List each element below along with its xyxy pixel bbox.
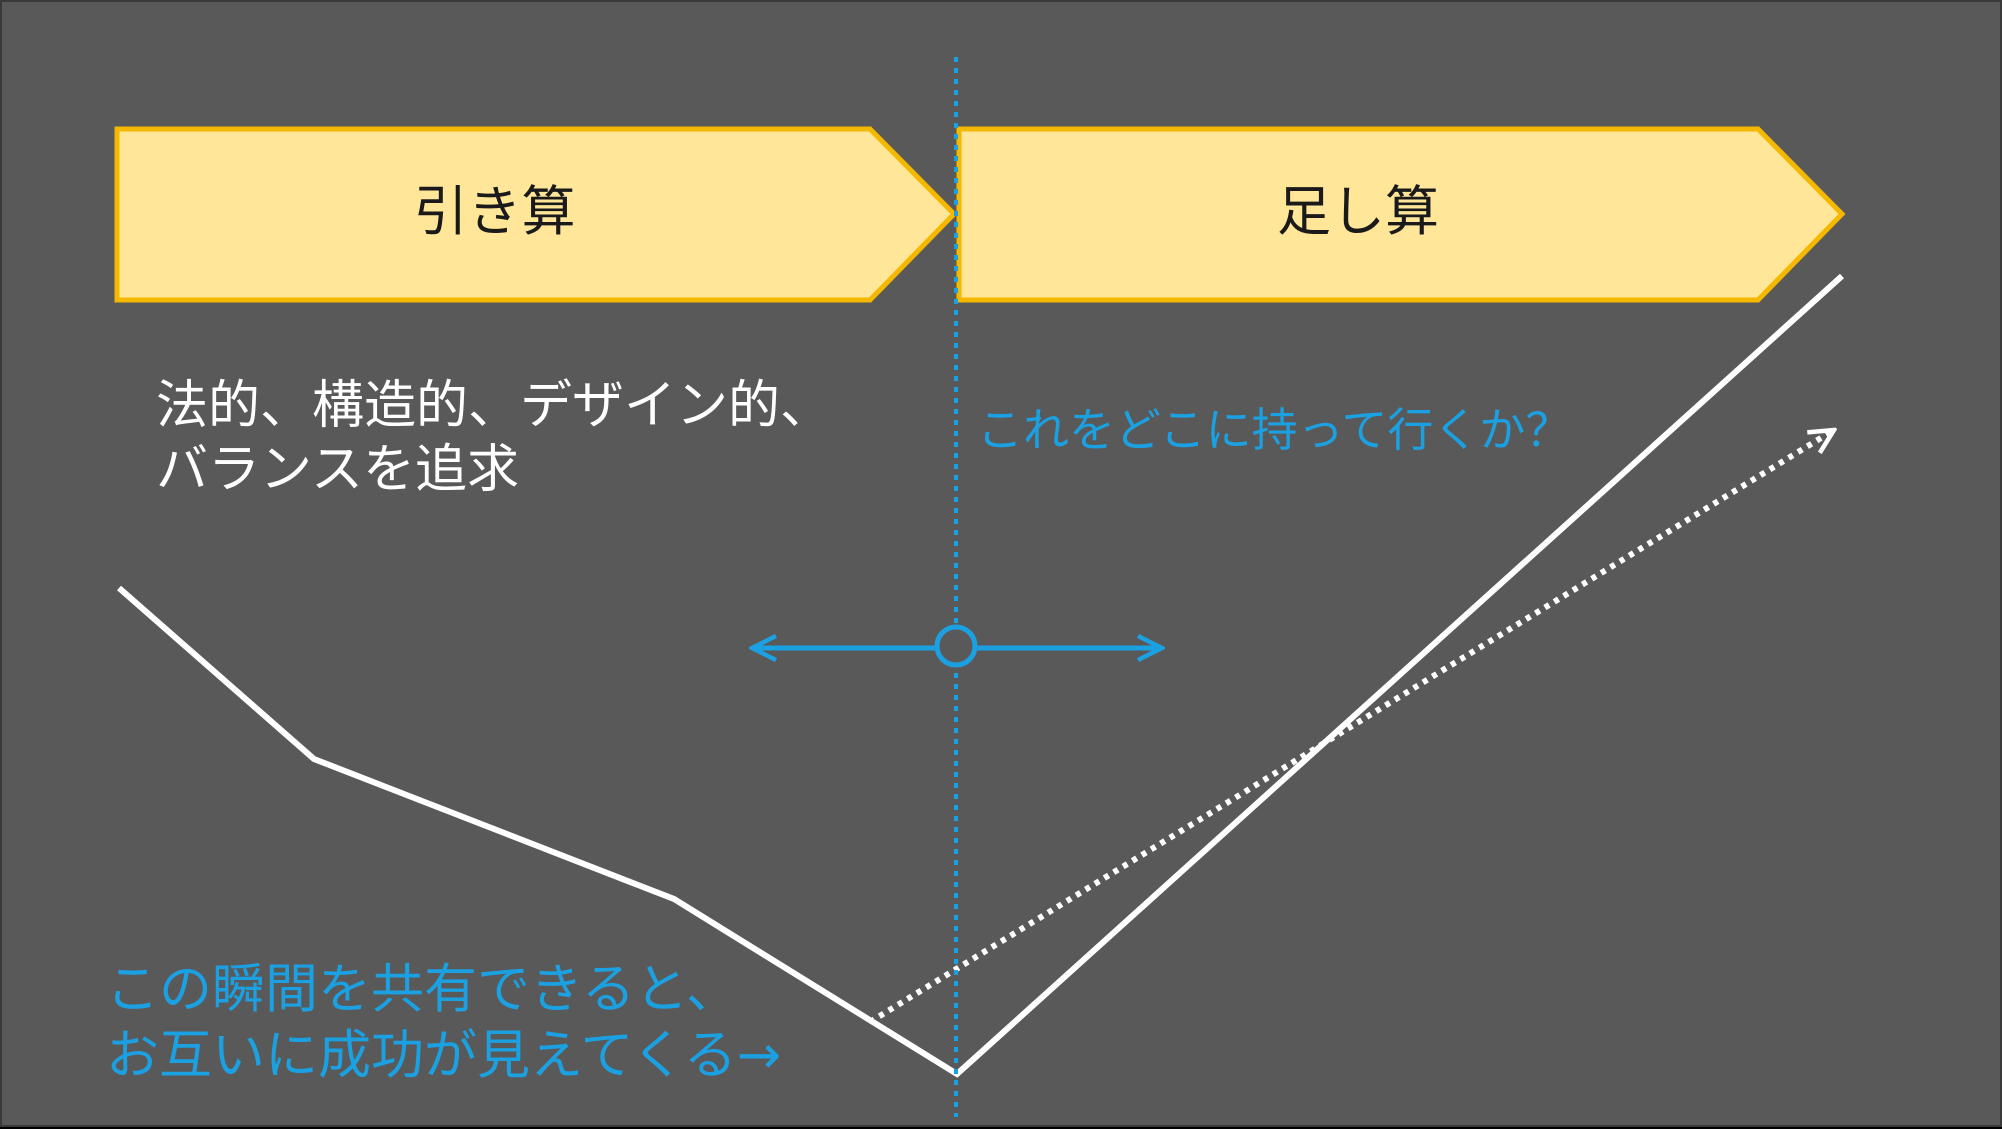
phase-left-label: 引き算: [413, 180, 576, 243]
phase-right-label: 足し算: [1277, 180, 1439, 243]
balance-note-line-2: バランスを追求: [156, 440, 519, 500]
balance-note-line-1: 法的、構造的、デザイン的、: [156, 376, 833, 436]
direction-question: これをどこに持って行くか？: [977, 403, 1572, 457]
balance-point: [934, 624, 978, 668]
projection-arrow: [868, 430, 1834, 1025]
phase-left-chevron: [114, 126, 958, 303]
shared-moment-note: この瞬間を共有できると、 お互いに成功が見えてくる→: [106, 957, 781, 1089]
trend-line: [117, 273, 1845, 1078]
phase-right-chevron: [956, 126, 1846, 303]
shared-moment-line-1: この瞬間を共有できると、: [106, 959, 739, 1020]
balance-note: 法的、構造的、デザイン的、 バランスを追求: [156, 374, 832, 502]
shared-moment-line-2: お互いに成功が見えてくる→: [106, 1025, 782, 1086]
